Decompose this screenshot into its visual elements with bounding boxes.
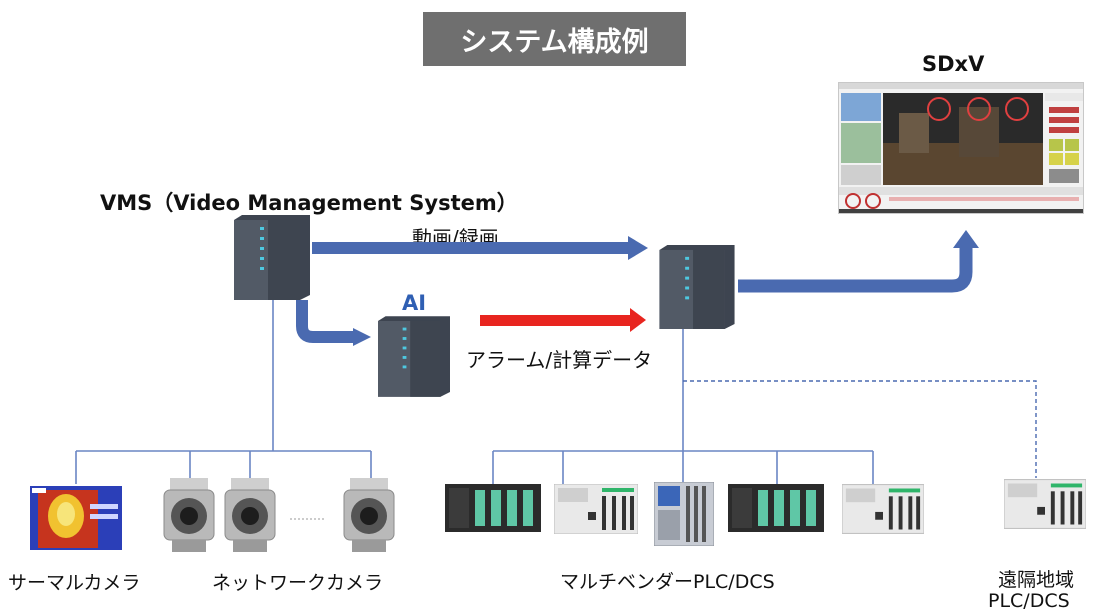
thermal-camera-icon [30,486,122,550]
dome-camera-icon [224,478,276,552]
plc-module-icon [445,484,541,532]
plc-caption: マルチベンダーPLC/DCS [560,571,775,593]
ai-server-icon [378,316,450,397]
vms-server-icon [234,215,310,300]
remote-caption-line1: 遠隔地域 [998,569,1075,591]
camera-bus [75,298,372,484]
vms-to-ai-arrow [296,300,371,346]
alarm-flow-label: アラーム/計算データ [466,348,653,372]
server-to-sdxv-arrow [738,230,979,293]
page-title: システム構成例 [423,12,686,66]
thermal-camera-caption: サーマルカメラ [8,572,141,594]
ai-label: AI [402,291,427,315]
remote-link [683,380,1037,478]
network-camera-caption: ネットワークカメラ [212,572,384,594]
video-arrow [312,236,648,260]
plc-module-icon [654,482,714,546]
remote-plc-module-icon [1004,479,1086,529]
dashboard-image [839,83,1083,213]
plc-module-icon [842,484,924,534]
vms-label: VMS（Video Management System） [100,191,518,215]
alarm-arrow [480,308,646,332]
central-server-icon [659,245,735,329]
dome-camera-icon [163,478,215,552]
plc-module-icon [728,484,824,532]
sdxv-label: SDxV [922,52,985,76]
plc-bus [492,328,874,484]
dome-camera-icon [343,478,395,552]
remote-caption-line2: PLC/DCS [988,590,1070,612]
sdxv-dashboard-screenshot [838,82,1084,214]
plc-module-icon [554,484,638,534]
